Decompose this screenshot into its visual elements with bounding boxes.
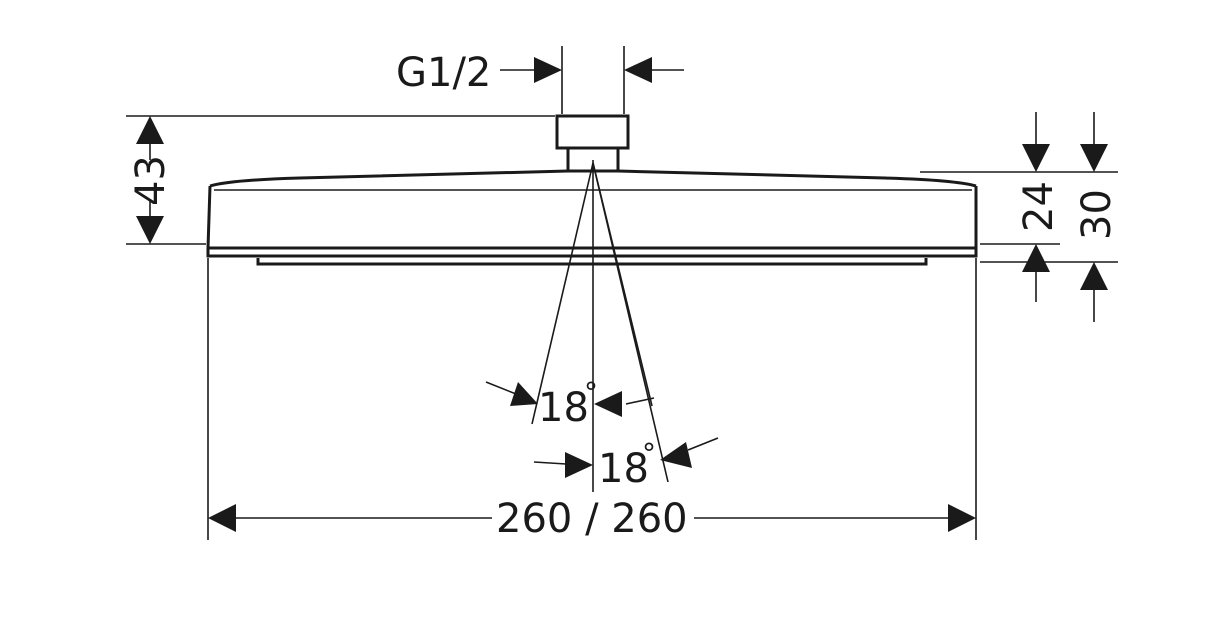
connector-neck: [566, 148, 620, 170]
dimension-height-body: 24: [1016, 112, 1062, 302]
dimension-thread: G1/2: [396, 50, 684, 96]
angle-outer-unit: °: [642, 437, 656, 470]
height-max-label: 30: [1074, 189, 1120, 240]
thread-label: G1/2: [396, 50, 491, 96]
angle-outer-label: 18: [598, 446, 649, 492]
spray-cone-inner-left: [531, 162, 594, 425]
angle-inner-unit: °: [584, 376, 598, 409]
extension-lines: [126, 46, 1118, 540]
head-body: [206, 185, 978, 250]
height-total-label: 43: [128, 155, 174, 206]
connector-nut: [555, 114, 630, 150]
spray-cone-outer-right: [592, 162, 669, 483]
height-body-label: 24: [1016, 181, 1062, 232]
dimension-height-max: 30: [1074, 112, 1120, 322]
dimension-width: 260 / 260: [208, 496, 976, 542]
spray-face: [256, 258, 928, 266]
angle-inner-label: 18: [538, 385, 589, 431]
head-plate: [206, 248, 978, 258]
dimension-angle-inner: 18 °: [485, 376, 655, 431]
width-label: 260 / 260: [496, 496, 688, 542]
dimension-angle-outer: 18 °: [533, 437, 719, 492]
shower-head-outline: [206, 114, 978, 266]
dimension-height-total: 43: [128, 116, 174, 244]
